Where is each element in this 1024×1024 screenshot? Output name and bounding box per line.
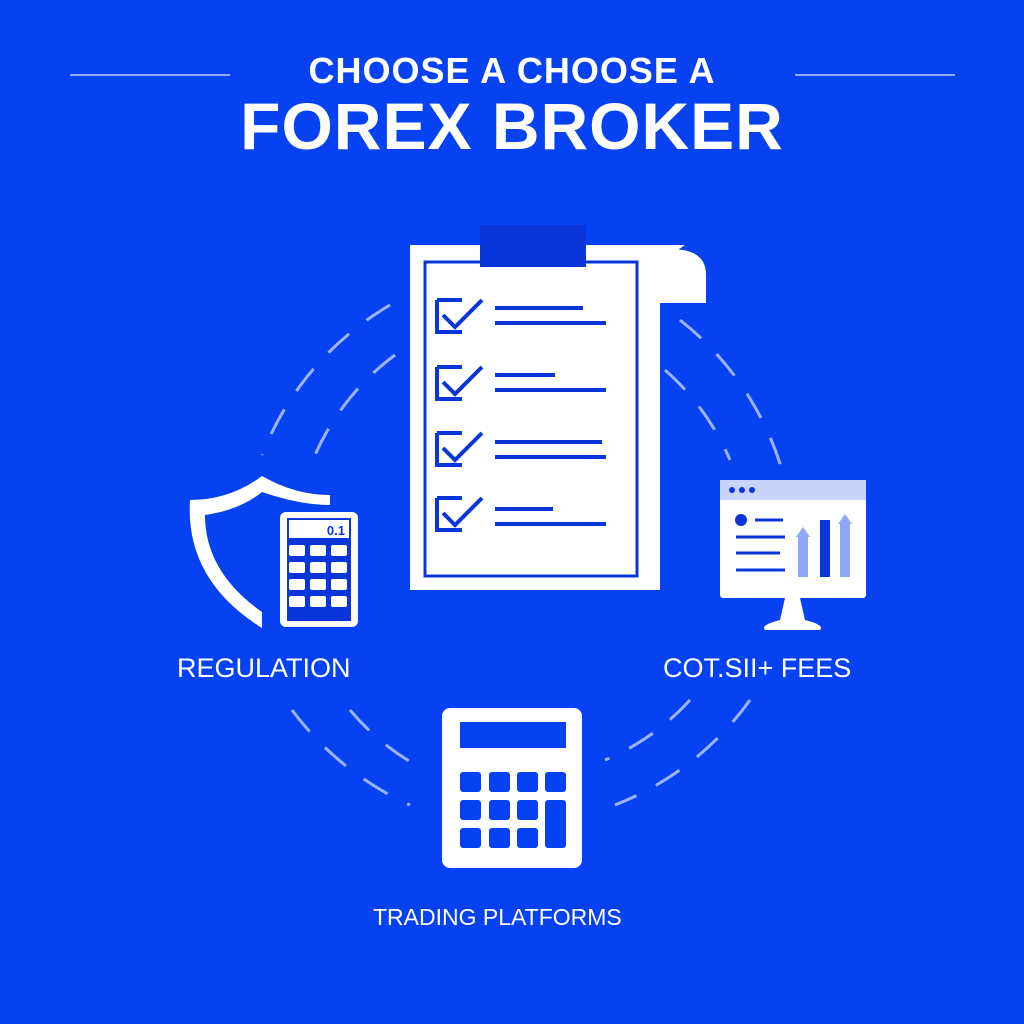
- checklist-icon: [410, 225, 706, 590]
- divider-left: [70, 74, 230, 76]
- divider-right: [795, 74, 955, 76]
- dashed-circle: [260, 303, 784, 807]
- label-costs-fees: COT.SII+ FEES: [663, 653, 852, 683]
- monitor-chart-icon: [720, 480, 866, 630]
- shield-icon: [189, 476, 330, 628]
- label-trading-platforms: TRADING PLATFORMS: [373, 904, 622, 930]
- check-item-icon: [435, 496, 606, 532]
- calculator-display: 0.1: [327, 523, 345, 538]
- check-item-icon: [435, 298, 606, 334]
- check-item-icon: [435, 431, 606, 467]
- check-item-icon: [435, 365, 606, 401]
- calculator-small-icon: 0.1: [280, 512, 358, 627]
- calculator-icon: [442, 708, 582, 868]
- label-regulation: REGULATION: [177, 653, 351, 683]
- page-title: FOREX BROKER: [240, 89, 784, 163]
- title-line-1: CHOOSE A CHOOSE A: [308, 50, 716, 91]
